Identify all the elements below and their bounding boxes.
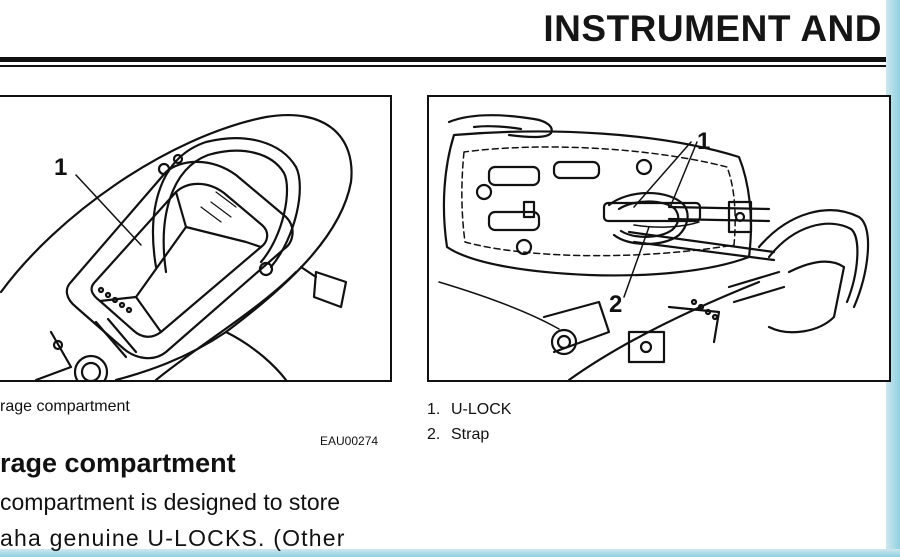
figure-storage-compartment: 1 [0,95,392,382]
page-header-title: INSTRUMENT AND [543,8,882,49]
figure-left-callout: 1 [54,154,67,181]
body-text-line: compartment is designed to store [0,489,341,515]
legend-item: 2.Strap [427,426,490,443]
figure-right-legend: 1.U-LOCK 2.Strap [427,397,511,447]
body-text-line: aha genuine U-LOCKS. (Other [0,525,346,551]
section-heading: rage compartment [0,448,236,478]
header-rule-thin [0,65,886,67]
storage-compartment-illustration: 1 [0,114,353,380]
section-code-label: EAU00274 [320,434,379,448]
figure-right-callout-2: 2 [609,291,622,318]
header-rule-thick [0,57,886,62]
legend-item: 1.U-LOCK [427,401,512,418]
u-lock-strap-illustration: 1 2 [438,114,870,380]
figure-left-caption: rage compartment [0,398,130,415]
figure-right-callout-1: 1 [697,128,710,155]
page-edge-bottom [0,549,900,557]
figure-u-lock-strap: 1 2 [427,95,891,382]
